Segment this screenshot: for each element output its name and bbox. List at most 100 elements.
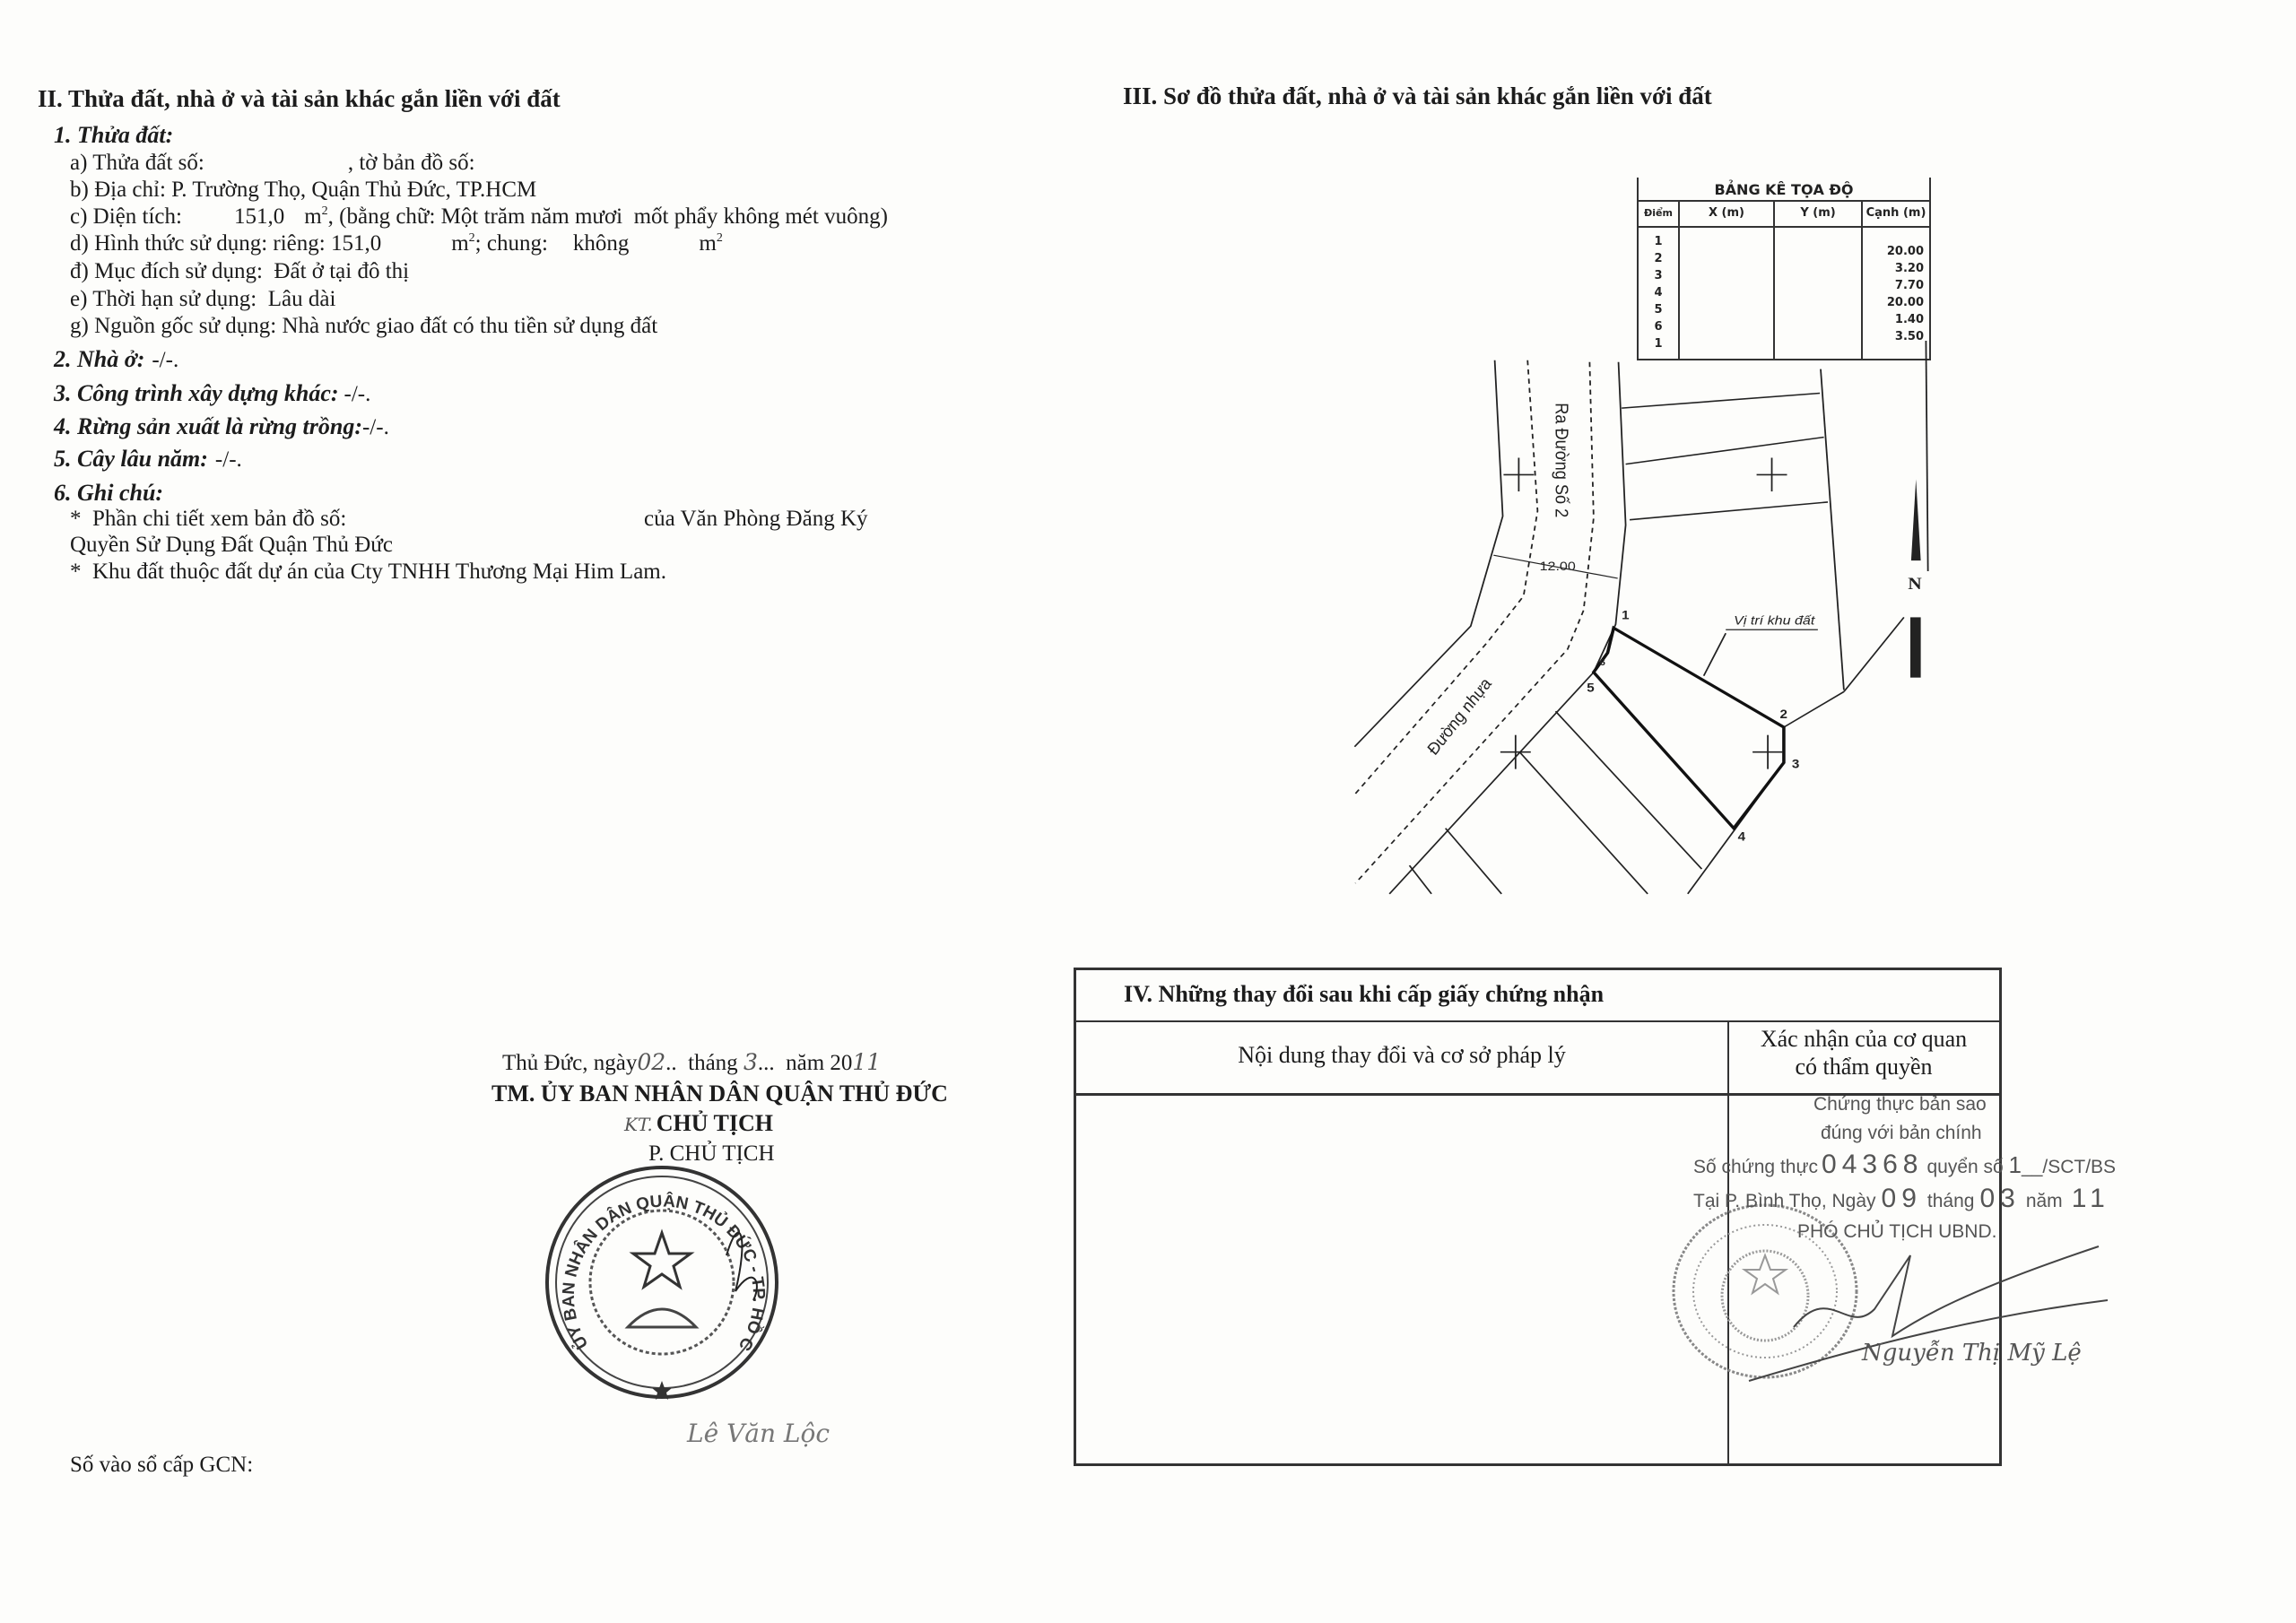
parcel-diagram: N Ra Đường Số 2 Đường nhựa 12.00 Vị trí …	[1353, 341, 1929, 895]
value: -/-.	[344, 382, 371, 406]
term-line: e) Thời hạn sử dụng: Lâu dài	[70, 287, 335, 312]
other-construction-line: 3. Công trình xây dựng khác:-/-.	[54, 380, 370, 407]
address-line: b) Địa chỉ: P. Trường Thọ, Quận Thủ Đức,…	[70, 178, 536, 203]
register-number-label: Số vào sổ cấp GCN:	[70, 1453, 254, 1477]
unit-sup: 2	[321, 204, 328, 218]
handwritten-signature	[1748, 1245, 2108, 1382]
column-header: X (m)	[1709, 206, 1744, 220]
vertex-label: 6	[1600, 657, 1605, 667]
parcel-outline	[1591, 625, 1786, 831]
area-in-words: , (bằng chữ: Một trăm năm mươi mốt phẩy …	[327, 204, 888, 229]
cert-title: PHÓ CHỦ TỊCH UBND.	[1797, 1221, 1997, 1242]
forest-line: 4. Rừng sản xuất là rừng trồng:-/-.	[54, 413, 389, 440]
north-arrow-icon: N	[1908, 479, 1922, 678]
label: năm	[2025, 1191, 2063, 1211]
table-point: 1	[1654, 235, 1663, 248]
cert-line-1: Chứng thực bản sao	[1813, 1094, 1987, 1115]
issue-date: Thủ Đức, ngày02.. tháng 3... năm 2011	[502, 1049, 882, 1076]
table-edge-length: 20.00	[1886, 245, 1924, 258]
section-4-title: IV. Những thay đổi sau khi cấp giấy chứn…	[1124, 981, 1605, 1007]
private-area: 151,0	[330, 231, 382, 256]
cert-number: 04368	[1822, 1150, 1924, 1179]
official-seal: ỦY BAN NHÂN DÂN QUẬN THỦ ĐỨC - TP. HỒ CH…	[538, 1157, 778, 1400]
table-point: 5	[1654, 303, 1663, 317]
month: 3	[743, 1049, 758, 1075]
section-2-title: II. Thửa đất, nhà ở và tài sản khác gắn …	[38, 85, 561, 112]
year: 11	[852, 1049, 882, 1075]
label: Số chứng thực	[1693, 1157, 1819, 1177]
table-edge-length: 3.50	[1894, 330, 1924, 343]
unit: m	[451, 231, 469, 256]
label: ; chung:	[474, 231, 548, 256]
column-header: Y (m)	[1800, 206, 1836, 220]
table-point: 3	[1654, 269, 1663, 282]
label: quyển số	[1926, 1157, 2004, 1177]
book-suffix: /SCT/BS	[2042, 1157, 2117, 1177]
label: c) Diện tích:	[70, 204, 182, 229]
chairman-line: KT. CHỦ TỊCH	[624, 1110, 773, 1137]
parcel-label: Vị trí khu đất	[1734, 613, 1815, 628]
common-area: không	[572, 231, 630, 256]
house-line: 2. Nhà ở:-/-.	[54, 346, 178, 373]
vice-chairman-title: P. CHỦ TỊCH	[648, 1141, 775, 1166]
area-line: c) Diện tích: 151,0 m2, (bằng chữ: Một tră…	[70, 204, 888, 230]
star-icon	[629, 1228, 695, 1290]
cert-month: 03	[1979, 1184, 2021, 1213]
label: a) Thửa đất số:	[70, 151, 204, 175]
vertex-label: 3	[1792, 758, 1799, 771]
column-confirmation-2: có thẩm quyền	[1795, 1054, 1933, 1080]
label: đ) Mục đích sử dụng:	[70, 259, 263, 283]
road-edge-left	[1353, 360, 1504, 748]
label: d) Hình thức sử dụng: riêng:	[70, 231, 326, 256]
note-1-office: của Văn Phòng Đăng Ký	[644, 507, 868, 531]
table-edge-length: 20.00	[1886, 296, 1924, 309]
value: -/-.	[152, 348, 179, 372]
label: năm 20	[786, 1051, 853, 1075]
area-value: 151,0	[233, 204, 285, 229]
column-changes: Nội dung thay đổi và cơ sở pháp lý	[1238, 1042, 1566, 1068]
chairman-title: CHỦ TỊCH	[656, 1110, 773, 1136]
kt-handwritten: KT.	[624, 1114, 653, 1135]
label: tháng	[688, 1051, 738, 1075]
purpose-value: Đất ở tại đô thị	[274, 259, 410, 283]
table-edge-length: 1.40	[1894, 313, 1924, 326]
label: tháng	[1926, 1191, 1975, 1211]
road-label: Ra Đường Số 2	[1551, 403, 1571, 517]
certification-stamp	[1672, 1203, 1858, 1379]
unit: m	[304, 204, 322, 229]
address-value: P. Trường Thọ, Quận Thủ Đức, TP.HCM	[171, 178, 537, 202]
road-edge-right	[1388, 361, 1627, 895]
cert-signer: Nguyễn Thị Mỹ Lệ	[1862, 1340, 2082, 1367]
table-edge-length: 3.20	[1894, 262, 1924, 275]
cert-day: 09	[1881, 1184, 1922, 1213]
origin-line: g) Nguồn gốc sử dụng: Nhà nước giao đất …	[70, 314, 657, 339]
origin-value: Nhà nước giao đất có thu tiền sử dụng đấ…	[282, 314, 658, 338]
land-heading: 1. Thửa đất:	[54, 122, 174, 148]
unit-sup: 2	[716, 231, 723, 245]
vertex-label: 5	[1587, 681, 1594, 695]
svg-text:N: N	[1908, 575, 1922, 594]
label: 4. Rừng sản xuất là rừng trồng:	[54, 413, 362, 439]
section-3-title: III. Sơ đồ thửa đất, nhà ở và tài sản kh…	[1123, 82, 1712, 109]
notes-heading: 6. Ghi chú:	[54, 480, 164, 506]
vertex-label: 4	[1738, 830, 1745, 844]
grid-cross-icon	[1500, 734, 1531, 769]
book-number: 1	[2008, 1151, 2022, 1178]
seal-text: ỦY BAN NHÂN DÂN QUẬN THỦ ĐỨC - TP. HỒ CH…	[538, 1157, 768, 1354]
purpose-line: đ) Mục đích sử dụng: Đất ở tại đô thị	[70, 259, 409, 284]
column-header: Điểm	[1644, 207, 1673, 219]
road-width: 12.00	[1540, 560, 1576, 574]
road-width-dimension	[1493, 554, 1618, 579]
unit-sup: 2	[468, 231, 475, 245]
signer-name: Lê Văn Lộc	[687, 1419, 831, 1448]
table-edge-length: 7.70	[1894, 279, 1924, 292]
table-point: 6	[1654, 320, 1663, 334]
label: , tờ bản đồ số:	[347, 151, 475, 175]
table-point: 1	[1654, 337, 1663, 351]
note-1: * Phần chi tiết xem bản đồ số:	[70, 507, 347, 531]
label: 5. Cây lâu năm:	[54, 446, 208, 472]
term-value: Lâu dài	[267, 287, 336, 311]
